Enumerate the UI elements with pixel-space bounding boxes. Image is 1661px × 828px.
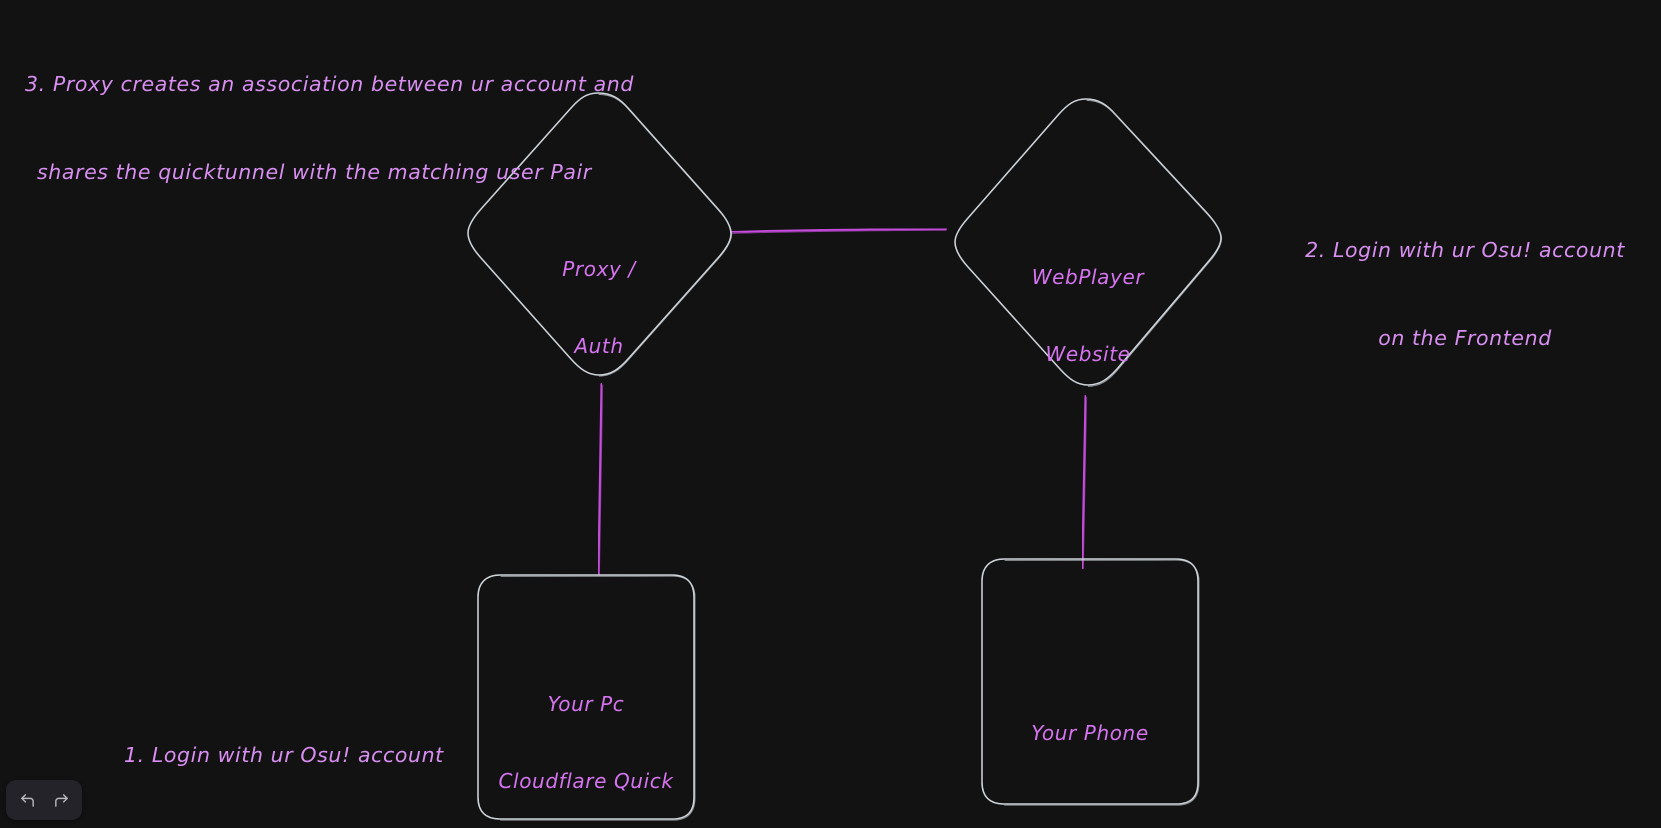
connector-proxy-to-your-pc[interactable] [597,382,604,576]
annotation-step-1: 1. Login with ur Osu! account on the Dis… [124,683,444,828]
annotation-step-3: 3. Proxy creates an association between … [25,12,634,245]
redo-arrow-icon [53,792,70,809]
undo-arrow-icon [19,792,36,809]
annotation-step-2-line1: 2. Login with ur Osu! account [1305,238,1625,263]
node-webplayer-website-shape[interactable] [954,98,1223,387]
annotation-step-3-line1: 3. Proxy creates an association between … [25,72,635,97]
annotation-step-2-line2: on the Frontend [1378,325,1552,350]
node-your-pc-shape[interactable] [477,574,696,821]
annotation-step-3-line2: shares the quicktunnel with the matching… [37,159,592,184]
annotation-step-1-line1: 1. Login with ur Osu! account [124,743,444,768]
node-proxy-auth-shape[interactable] [467,92,733,377]
undo-button[interactable] [12,785,42,815]
history-toolbar [6,780,82,820]
connector-webplayer-to-your-phone[interactable] [1081,394,1088,570]
annotation-step-2: 2. Login with ur Osu! account on the Fro… [1295,178,1635,411]
node-your-phone-shape[interactable] [981,558,1200,806]
connector-proxy-to-webplayer[interactable] [730,228,947,234]
redo-button[interactable] [46,785,76,815]
